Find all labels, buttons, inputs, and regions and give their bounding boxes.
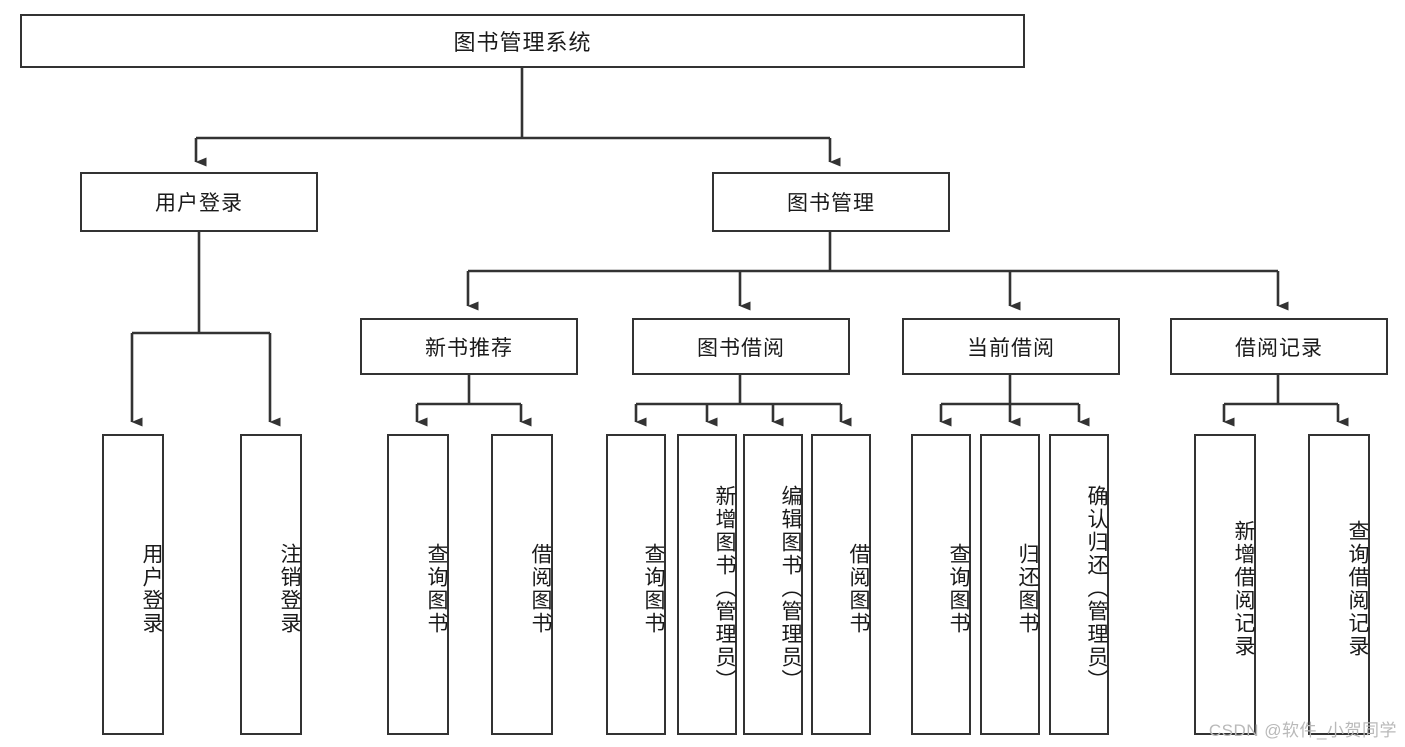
leaf-rec-borrow-book[interactable]: 借阅图书 (491, 434, 553, 735)
node-label: 借阅图书 (847, 542, 870, 635)
node-label: 借阅记录 (1235, 336, 1323, 360)
leaf-user-login[interactable]: 用户登录 (102, 434, 164, 735)
node-label: 注销登录 (278, 542, 301, 635)
leaf-bb-query-book[interactable]: 查询图书 (606, 434, 666, 735)
node-label: 新增借阅记录 (1232, 519, 1255, 658)
node-root-book-management-system[interactable]: 图书管理系统 (20, 14, 1025, 68)
node-label: 用户登录 (155, 192, 243, 215)
leaf-bb-edit-book-admin[interactable]: 编辑图书（管理员） (743, 434, 803, 735)
leaf-cb-return-book[interactable]: 归还图书 (980, 434, 1040, 735)
node-label: 确认归还（管理员） (1085, 485, 1108, 692)
node-label: 当前借阅 (967, 336, 1055, 360)
node-label: 新增图书（管理员） (713, 485, 736, 692)
leaf-bb-add-book-admin[interactable]: 新增图书（管理员） (677, 434, 737, 735)
node-new-book-recommendation[interactable]: 新书推荐 (360, 318, 578, 375)
node-label: 查询图书 (642, 542, 665, 635)
leaf-br-add-record[interactable]: 新增借阅记录 (1194, 434, 1256, 735)
leaf-logout[interactable]: 注销登录 (240, 434, 302, 735)
node-label: 编辑图书（管理员） (779, 485, 802, 692)
leaf-bb-borrow-book[interactable]: 借阅图书 (811, 434, 871, 735)
node-label: 图书管理 (787, 192, 875, 215)
node-label: 图书借阅 (697, 336, 785, 360)
node-label: 查询图书 (425, 542, 448, 635)
node-user-login[interactable]: 用户登录 (80, 172, 318, 232)
leaf-br-query-record[interactable]: 查询借阅记录 (1308, 434, 1370, 735)
leaf-cb-query-book[interactable]: 查询图书 (911, 434, 971, 735)
node-label: 图书管理系统 (453, 30, 592, 55)
node-book-management[interactable]: 图书管理 (712, 172, 950, 232)
leaf-cb-confirm-return-admin[interactable]: 确认归还（管理员） (1049, 434, 1109, 735)
node-label: 借阅图书 (529, 542, 552, 635)
node-label: 用户登录 (140, 542, 163, 635)
leaf-rec-query-book[interactable]: 查询图书 (387, 434, 449, 735)
node-borrowing-record[interactable]: 借阅记录 (1170, 318, 1388, 375)
watermark-credit: CSDN @软件_小贺同学 (1208, 721, 1397, 740)
node-current-borrowing[interactable]: 当前借阅 (902, 318, 1120, 375)
node-label: 查询借阅记录 (1346, 519, 1369, 658)
node-book-borrowing[interactable]: 图书借阅 (632, 318, 850, 375)
node-label: 查询图书 (947, 542, 970, 635)
node-label: 新书推荐 (425, 336, 513, 360)
node-label: 归还图书 (1016, 542, 1039, 635)
